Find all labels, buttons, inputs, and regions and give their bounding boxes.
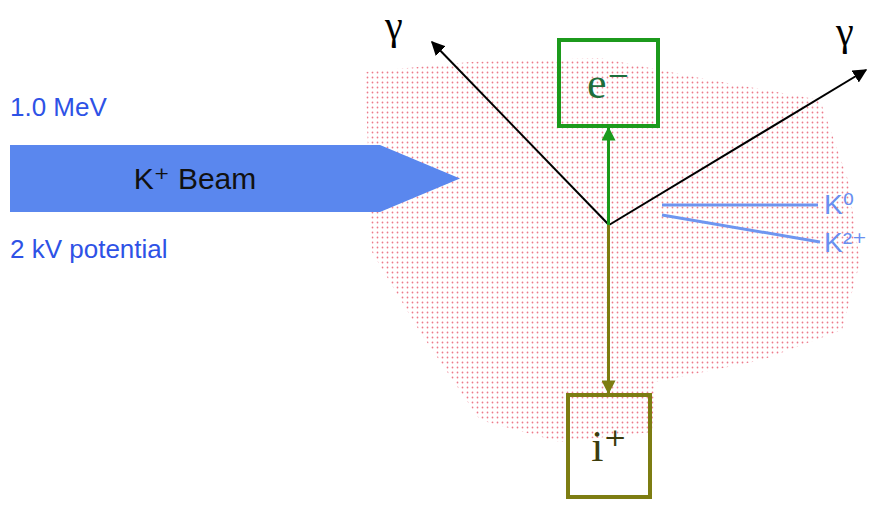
particle-link xyxy=(607,128,610,393)
particle-name: K²⁺ xyxy=(824,226,867,259)
gamma-ray xyxy=(609,70,866,225)
gamma-ray xyxy=(432,42,609,225)
photon-symbol: γ xyxy=(836,8,854,55)
beam-potential: 2 kV potential xyxy=(10,234,168,265)
electron-box: e⁻ xyxy=(557,38,660,128)
node-label: e⁻ xyxy=(587,57,630,109)
beam-energy: 1.0 MeV xyxy=(10,92,107,123)
neutral-kaon-track xyxy=(662,204,818,207)
photon-symbol: γ xyxy=(385,2,403,49)
ion-box: i⁺ xyxy=(566,393,652,499)
beam-arrow-fill xyxy=(10,145,460,212)
particle-name: K⁰ xyxy=(824,188,854,221)
target-cloud xyxy=(365,58,860,442)
beam-arrow: K⁺ Beam xyxy=(10,145,460,212)
node-label: K⁺ Beam xyxy=(134,161,257,196)
doubly-charged-kaon-track xyxy=(662,215,820,242)
node-label: i⁺ xyxy=(591,420,626,472)
